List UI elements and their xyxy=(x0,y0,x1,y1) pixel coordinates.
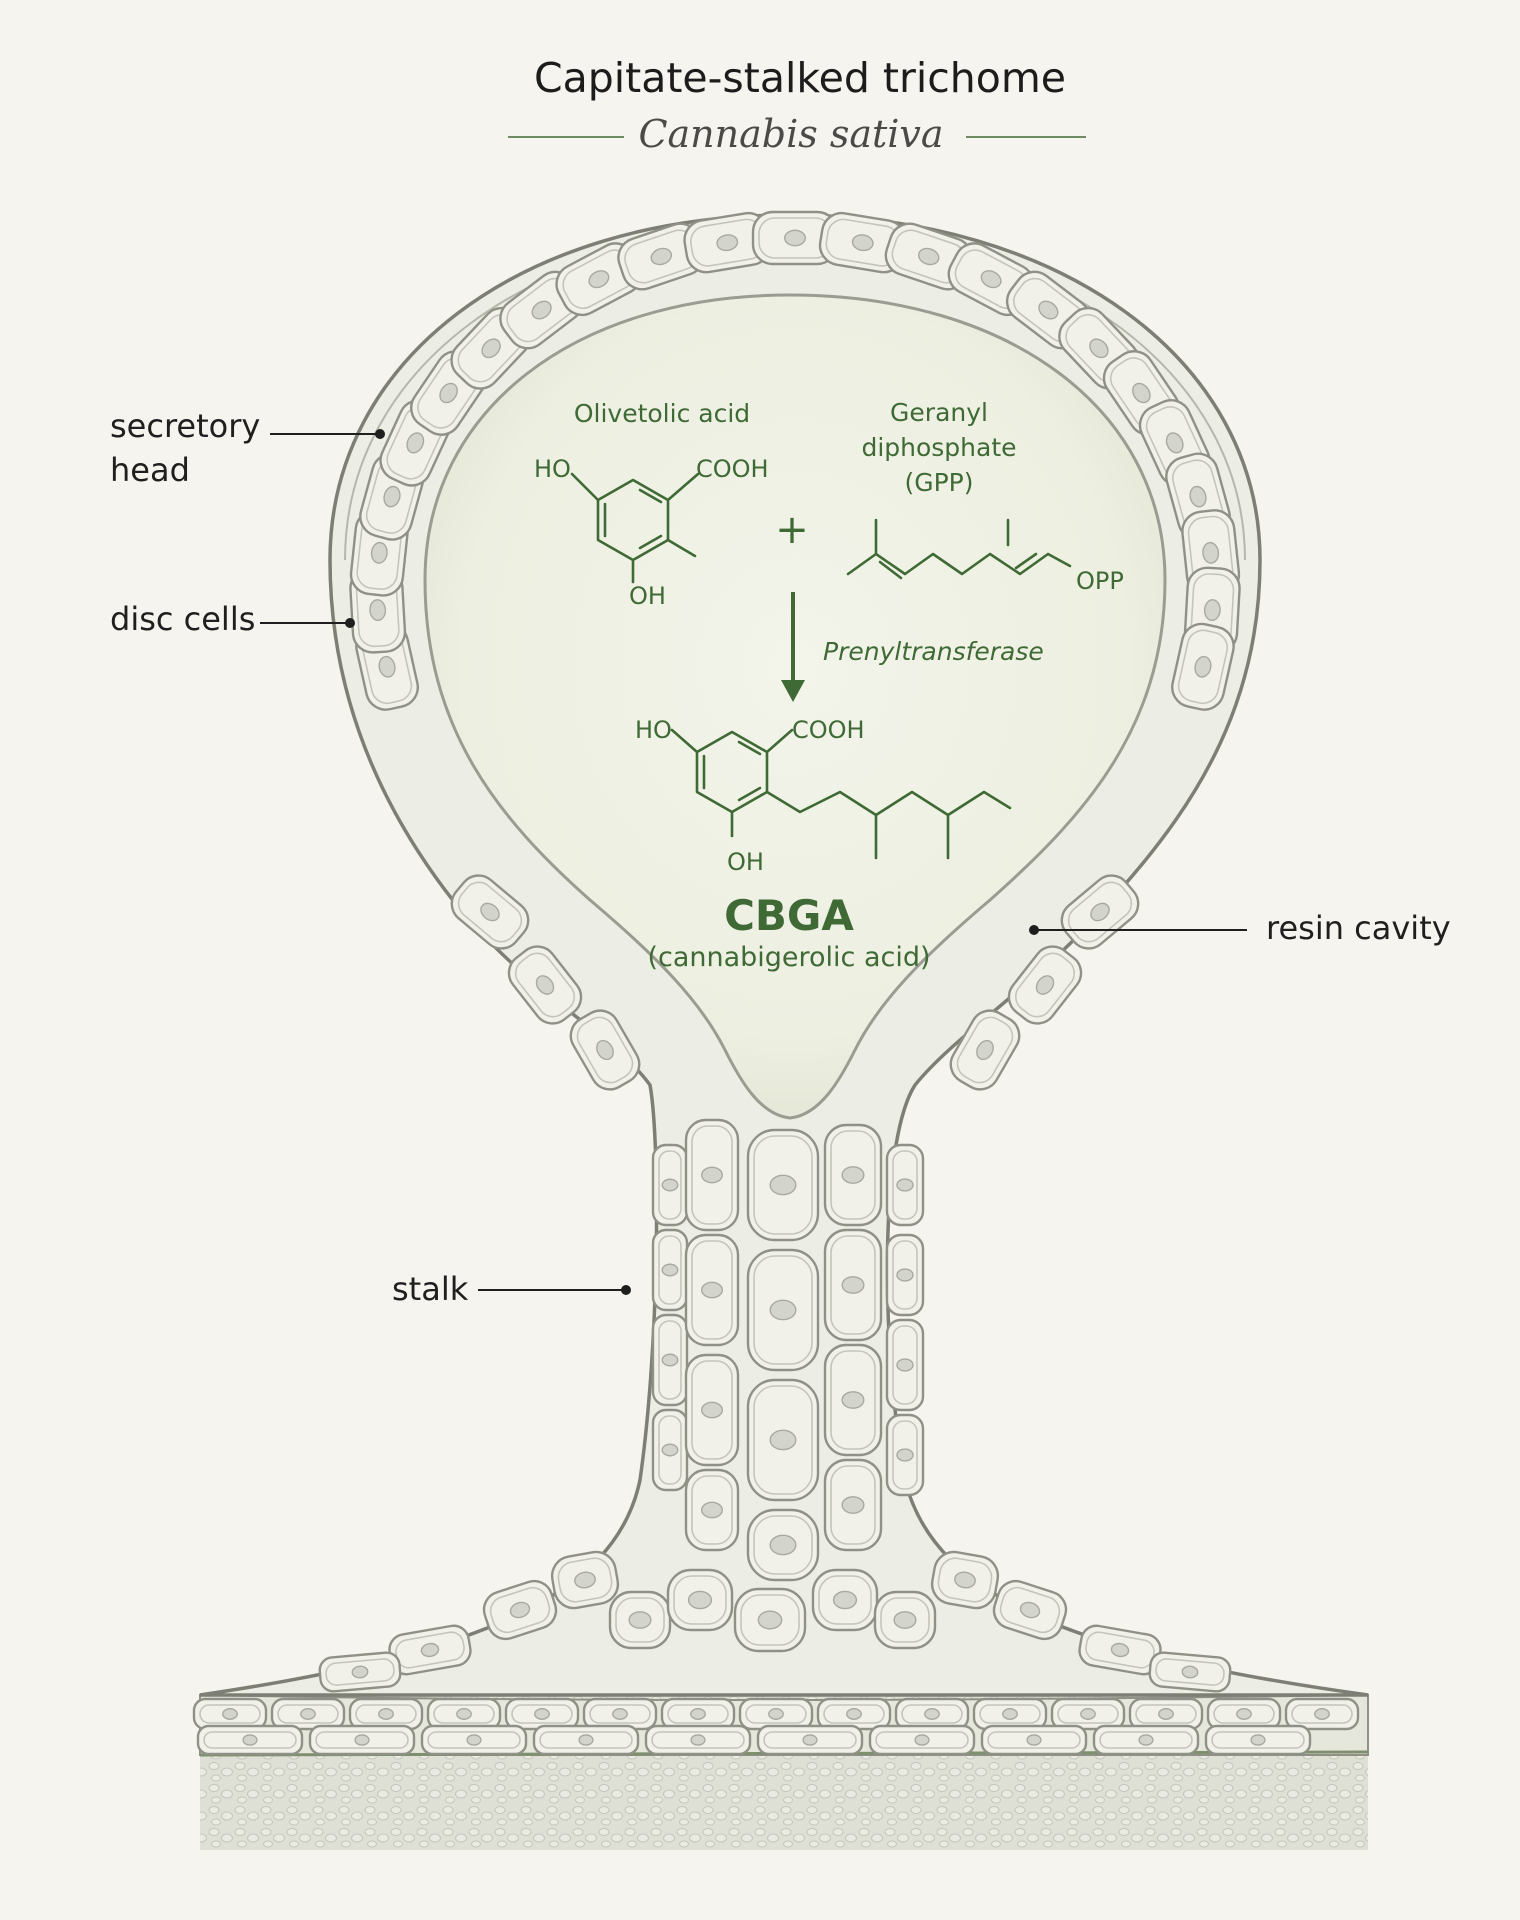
reaction-arrow xyxy=(781,592,805,702)
geranyl-diphosphate: Geranyl diphosphate (GPP) OPP xyxy=(846,398,1124,595)
head-cell xyxy=(450,874,530,950)
stalk-cell xyxy=(651,1408,689,1492)
epidermis-cell xyxy=(196,1724,304,1756)
epidermis-cell xyxy=(738,1697,814,1731)
stalk-cell xyxy=(823,1228,883,1342)
stalk-cell xyxy=(684,1233,740,1347)
dot-resin-cavity xyxy=(1029,925,1039,935)
resin-cavity xyxy=(423,293,1167,1120)
stalk-cells xyxy=(318,1118,1232,1693)
head-cell xyxy=(683,211,772,274)
cbga-cooh: COOH xyxy=(792,716,865,744)
epidermis-cell xyxy=(868,1724,976,1756)
epidermis-cell xyxy=(582,1697,658,1731)
head-cell xyxy=(949,1009,1021,1091)
stalk-base-cell xyxy=(733,1587,807,1653)
gpp-opp: OPP xyxy=(1076,567,1124,595)
cbga-structure: HO COOH OH xyxy=(635,716,1012,876)
stalk-base-cell xyxy=(992,1579,1068,1641)
stalk-cell xyxy=(885,1233,925,1317)
epidermis-cell xyxy=(894,1697,970,1731)
stalk-cell xyxy=(746,1128,820,1242)
epidermis-cell xyxy=(1204,1724,1312,1756)
stalk-base-cell xyxy=(318,1651,402,1693)
head-cell xyxy=(1007,945,1083,1025)
dot-disc-cells xyxy=(345,618,355,628)
cbga-ho: HO xyxy=(635,716,672,744)
epidermis-cell xyxy=(980,1724,1088,1756)
epidermis-cell xyxy=(532,1724,640,1756)
head-cell xyxy=(507,945,583,1025)
head-cell xyxy=(617,222,706,291)
epidermis-cell xyxy=(192,1697,268,1731)
plus-sign: + xyxy=(775,507,809,553)
stalk-base-cell xyxy=(873,1590,937,1650)
epidermis-cell xyxy=(660,1697,736,1731)
epidermis-cell xyxy=(756,1724,864,1756)
head-cell xyxy=(1171,622,1235,711)
epidermis-cell xyxy=(1206,1697,1282,1731)
product-abbreviation: CBGA xyxy=(724,891,854,940)
stalk-cell xyxy=(746,1248,820,1372)
epidermis-cell xyxy=(270,1697,346,1731)
olivetolic-cooh: COOH xyxy=(696,455,769,483)
olivetolic-acid: Olivetolic acid HO COOH OH xyxy=(534,399,769,610)
stalk-cell xyxy=(746,1378,820,1502)
epidermis-cell xyxy=(426,1697,502,1731)
secretory-head-cells xyxy=(349,210,1241,1091)
epidermis-cell xyxy=(1050,1697,1126,1731)
epidermis-cell xyxy=(348,1697,424,1731)
gpp-label-line3: (GPP) xyxy=(904,468,973,497)
product-full-name: (cannabigerolic acid) xyxy=(647,942,930,973)
gpp-label-line2: diphosphate xyxy=(861,433,1016,462)
stalk-cell xyxy=(885,1143,925,1227)
cbga-oh: OH xyxy=(727,848,764,876)
dot-secretory-head xyxy=(375,429,385,439)
stalk-base-cell xyxy=(666,1568,734,1632)
head-cell xyxy=(569,1009,641,1091)
stalk-base-cell xyxy=(930,1550,1000,1610)
label-resin-cavity: resin cavity xyxy=(1266,909,1451,947)
stalk-base-cell xyxy=(482,1579,558,1641)
diagram-subtitle: Cannabis sativa xyxy=(638,112,943,156)
label-stalk: stalk xyxy=(392,1270,469,1308)
stalk-cell xyxy=(885,1413,925,1497)
stalk-cell xyxy=(823,1343,883,1457)
stalk-base-cell xyxy=(608,1590,672,1650)
label-secretory-head-2: head xyxy=(110,451,190,489)
epidermis-cell xyxy=(816,1697,892,1731)
epidermis-cell xyxy=(644,1724,752,1756)
stalk-cell xyxy=(684,1353,740,1467)
stalk-cell xyxy=(885,1318,925,1412)
diagram-title: Capitate-stalked trichome xyxy=(534,54,1066,102)
label-disc-cells: disc cells xyxy=(110,600,255,638)
stalk-cell xyxy=(651,1228,689,1312)
enzyme-label: Prenyltransferase xyxy=(823,637,1044,666)
gpp-label-line1: Geranyl xyxy=(890,398,988,427)
stalk-cell xyxy=(651,1143,689,1227)
dot-stalk xyxy=(621,1285,631,1295)
stalk-base-cell xyxy=(1148,1651,1232,1693)
epidermis-cell xyxy=(1284,1697,1360,1731)
stalk-cell xyxy=(684,1468,740,1552)
stalk-base-cell xyxy=(550,1550,620,1610)
stalk-cell xyxy=(684,1118,740,1232)
stalk-base-cell xyxy=(811,1568,879,1632)
epidermis-cell xyxy=(308,1724,416,1756)
epidermis-cell xyxy=(420,1724,528,1756)
epidermis-cell xyxy=(972,1697,1048,1731)
stalk-cell xyxy=(823,1123,883,1227)
olivetolic-acid-label: Olivetolic acid xyxy=(574,399,750,428)
stalk-cell xyxy=(651,1313,689,1407)
stalk-cell xyxy=(823,1458,883,1552)
leaf-epidermis xyxy=(192,1693,1369,1850)
olivetolic-ho: HO xyxy=(534,455,571,483)
epidermis-cell xyxy=(504,1697,580,1731)
epidermis-cell xyxy=(1128,1697,1204,1731)
label-secretory-head-1: secretory xyxy=(110,407,260,445)
epidermis-cell xyxy=(1092,1724,1200,1756)
olivetolic-oh: OH xyxy=(629,582,666,610)
stalk-cell xyxy=(746,1508,820,1582)
